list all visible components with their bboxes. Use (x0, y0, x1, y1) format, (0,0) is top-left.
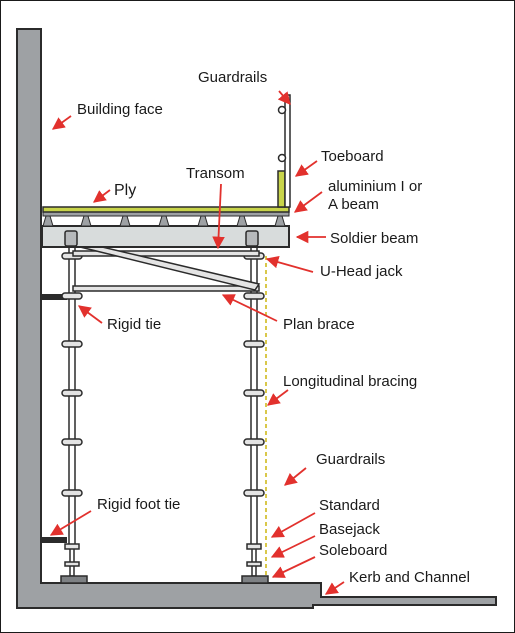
basejack-collar-right (246, 543, 262, 550)
standard-tube-right (250, 246, 258, 548)
standard-right (243, 246, 265, 577)
arrow-u-head-jack (265, 256, 314, 273)
label-toeboard: Toeboard (321, 148, 384, 165)
label-arrows (49, 90, 345, 595)
coupler-right (243, 438, 265, 446)
coupler-right (243, 389, 265, 397)
label-aluminium-beam-line2: A beam (328, 196, 379, 213)
label-basejack: Basejack (319, 521, 380, 538)
guardrail-top-rail (277, 105, 287, 115)
arrow-toeboard (294, 160, 318, 177)
label-plan-brace: Plan brace (283, 316, 355, 333)
aluminium-beam-leg (197, 215, 209, 227)
arrow-rigid-foot-tie (49, 510, 92, 536)
rigid-tie (41, 294, 67, 300)
rigid-foot-tie (41, 537, 67, 543)
guardrail-mid-rail (277, 153, 287, 163)
label-ply: Ply (114, 182, 136, 199)
aluminium-beams (42, 211, 290, 227)
label-guardrails-bottom: Guardrails (316, 451, 385, 468)
arrow-aluminium-beam (293, 191, 323, 213)
aluminium-beam-leg (236, 215, 248, 227)
ply-deck (42, 206, 290, 213)
arrow-guardrails-bottom (284, 467, 307, 486)
coupler-right (243, 340, 265, 348)
arrow-plan-brace (221, 294, 278, 322)
basejack-collar-left (64, 543, 80, 550)
arrow-ply (92, 189, 111, 203)
building-wall-and-ground (16, 28, 497, 609)
plan-brace (74, 241, 261, 291)
arrow-soleboard (271, 556, 316, 578)
standard-left (61, 246, 83, 577)
basejack-nut-right (246, 561, 262, 567)
label-transom: Transom (186, 165, 245, 182)
aluminium-beam-leg (274, 215, 286, 227)
arrow-standard (270, 512, 316, 538)
aluminium-beam-leg (42, 215, 54, 227)
arrow-building-face (51, 115, 72, 130)
label-soldier-beam: Soldier beam (330, 230, 418, 247)
label-aluminium-beam-line1: aluminium I or (328, 178, 422, 195)
label-rigid-tie: Rigid tie (107, 316, 161, 333)
aluminium-beam-leg (119, 215, 131, 227)
aluminium-beam-leg (158, 215, 170, 227)
coupler-right (243, 489, 265, 497)
label-standard: Standard (319, 497, 380, 514)
basejack-nut-left (64, 561, 80, 567)
arrow-longitudinal-bracing (266, 389, 289, 406)
u-head-jack-left (64, 230, 78, 247)
arrow-guardrails-top (277, 90, 291, 105)
label-soleboard: Soleboard (319, 542, 387, 559)
label-kerb-and-channel: Kerb and Channel (349, 569, 470, 586)
coupler-left (61, 340, 83, 348)
coupler-left (61, 438, 83, 446)
standard-tube-left (68, 246, 76, 548)
label-longitudinal-bracing: Longitudinal bracing (283, 373, 417, 390)
u-head-jack-right (245, 230, 259, 247)
label-building-face: Building face (77, 101, 163, 118)
label-u-head-jack: U-Head jack (320, 263, 403, 280)
transom-upper (72, 250, 260, 257)
coupler-left (61, 489, 83, 497)
coupler-left (61, 292, 83, 300)
coupler-right (243, 292, 265, 300)
aluminium-beam-leg (80, 215, 92, 227)
soleboard-right (241, 575, 269, 584)
toeboard (277, 170, 286, 208)
arrow-basejack (270, 535, 316, 558)
arrow-rigid-tie (77, 305, 103, 324)
coupler-left (61, 389, 83, 397)
arrow-transom (212, 183, 225, 250)
soleboard-left (60, 575, 88, 584)
transom-lower (72, 285, 260, 292)
label-guardrails-top: Guardrails (198, 69, 267, 86)
label-rigid-foot-tie: Rigid foot tie (97, 496, 180, 513)
arrow-kerb-and-channel (324, 581, 345, 595)
